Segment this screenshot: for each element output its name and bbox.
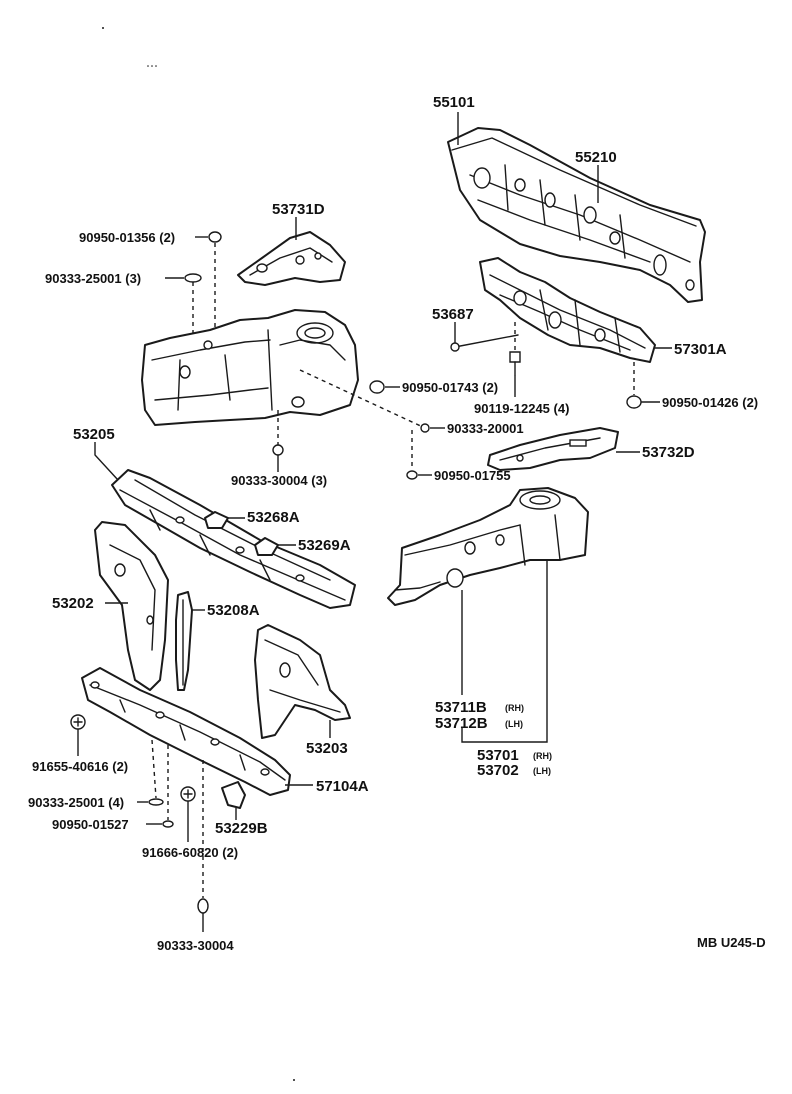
grommet-01755 <box>406 470 418 480</box>
label-90950-01743: 90950-01743 (2) <box>402 380 498 395</box>
clip-53268a-drawing <box>204 511 229 529</box>
side-support-53202-drawing <box>94 521 169 691</box>
left-apron-drawing <box>141 309 359 426</box>
label-90333-20001: 90333-20001 <box>447 421 524 436</box>
label-53268a: 53268A <box>247 509 300 526</box>
upper-support-53205-drawing <box>111 469 356 609</box>
clip-20001 <box>420 423 430 433</box>
scan-specks <box>102 27 295 1081</box>
cowl-top-panel-drawing <box>447 127 706 303</box>
clip-53269a-drawing <box>254 537 279 556</box>
right-apron-drawing <box>387 487 589 606</box>
cowl-brace-drawing <box>479 257 656 363</box>
label-53208a: 53208A <box>207 602 260 619</box>
label-53202: 53202 <box>52 595 94 612</box>
label-90950-01426: 90950-01426 (2) <box>662 395 758 410</box>
part-labels: 55101 55210 53731D 90950-01356 (2) 90333… <box>28 94 766 953</box>
bolt-90119-drawing <box>509 351 521 376</box>
hood-support-rod-drawing <box>450 334 519 352</box>
bracket-53732d-drawing <box>487 427 619 471</box>
lower-crossmember-57104a-drawing <box>81 667 291 796</box>
label-55101: 55101 <box>433 94 475 111</box>
bracket-53229b-drawing <box>221 781 246 809</box>
grommet-01356 <box>208 231 222 243</box>
brace-53208a-drawing <box>175 591 193 691</box>
label-90119-12245: 90119-12245 (4) <box>474 401 569 416</box>
label-90333-30004: 90333-30004 <box>157 938 234 953</box>
label-53731d: 53731D <box>272 201 325 218</box>
label-90333-25001-4: 90333-25001 (4) <box>28 795 124 810</box>
label-53732d: 53732D <box>642 444 695 461</box>
label-90950-01755: 90950-01755 <box>434 468 511 483</box>
label-90950-01356: 90950-01356 (2) <box>79 230 175 245</box>
label-91666-60820: 91666-60820 (2) <box>142 845 238 860</box>
label-90333-25001-3: 90333-25001 (3) <box>45 271 141 286</box>
label-53229b: 53229B <box>215 820 268 837</box>
clip-30004-3 <box>272 444 284 456</box>
label-53701: 53701 <box>477 747 519 764</box>
grommet-01743 <box>369 380 385 394</box>
clip-25001-top <box>184 273 202 283</box>
label-57104a: 57104A <box>316 778 369 795</box>
label-55210: 55210 <box>575 149 617 166</box>
label-53712b-side: (LH) <box>505 719 523 729</box>
label-53269a: 53269A <box>298 537 351 554</box>
grommet-01426 <box>626 395 642 409</box>
grommet-01527 <box>162 820 174 828</box>
label-53205: 53205 <box>73 426 115 443</box>
label-53711b-side: (RH) <box>505 703 524 713</box>
side-support-53203-drawing <box>254 624 351 739</box>
clip-25001-4 <box>148 798 164 806</box>
label-57301a: 57301A <box>674 341 727 358</box>
label-90333-30004-3: 90333-30004 (3) <box>231 473 327 488</box>
clip-30004 <box>197 898 209 914</box>
label-53701-side: (RH) <box>533 751 552 761</box>
label-53702: 53702 <box>477 762 519 779</box>
label-53702-side: (LH) <box>533 766 551 776</box>
label-53687: 53687 <box>432 306 474 323</box>
drawing-code: MB U245-D <box>697 935 766 950</box>
bracket-53731d-drawing <box>237 231 346 286</box>
label-53203: 53203 <box>306 740 348 757</box>
label-90950-01527: 90950-01527 <box>52 817 129 832</box>
label-53711b: 53711B <box>435 699 487 716</box>
label-53712b: 53712B <box>435 715 488 732</box>
label-91655-40616: 91655-40616 (2) <box>32 759 128 774</box>
